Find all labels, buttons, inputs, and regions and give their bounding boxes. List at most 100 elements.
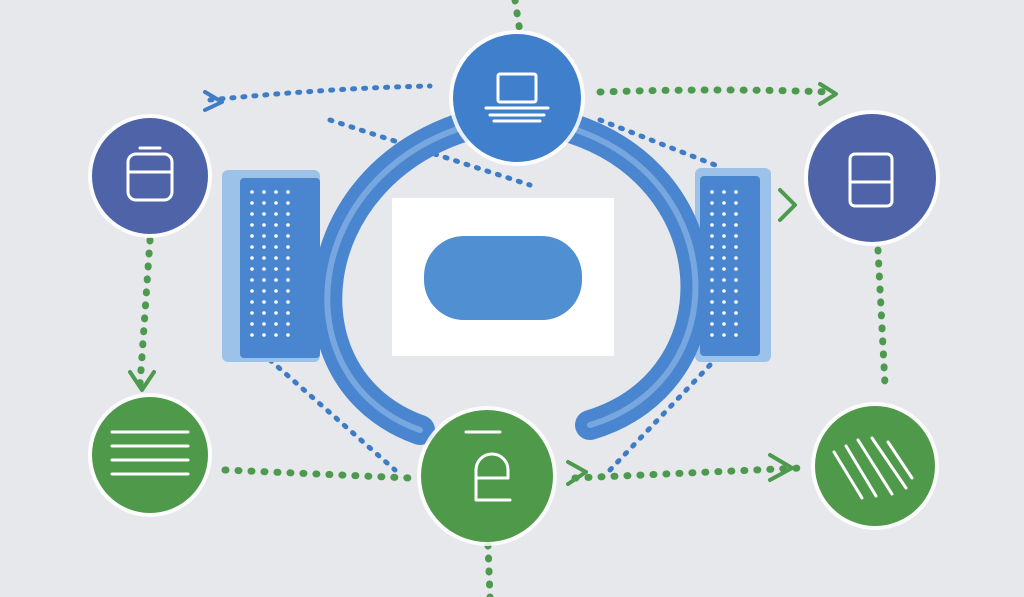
node-circle: [421, 410, 553, 542]
indicator-dot: [734, 245, 738, 249]
indicator-dot: [734, 223, 738, 227]
indicator-dot: [250, 256, 254, 260]
indicator-dot: [734, 311, 738, 315]
indicator-dot: [250, 201, 254, 205]
indicator-dot: [250, 212, 254, 216]
indicator-dot: [274, 322, 278, 326]
arrow-head-icon: [768, 453, 794, 482]
indicator-dot: [250, 289, 254, 293]
node-circle: [453, 34, 581, 162]
indicator-dot: [734, 212, 738, 216]
indicator-dot: [286, 267, 290, 271]
indicator-dot: [250, 333, 254, 337]
server-rack-left: [222, 170, 320, 362]
node-top-left: [88, 114, 212, 238]
indicator-dot: [250, 223, 254, 227]
node-bottom-left: [88, 393, 212, 517]
arrow-head-icon: [566, 460, 588, 486]
indicator-dot: [710, 190, 714, 194]
connector-top-left-to-ring: [327, 117, 533, 188]
indicator-dot: [262, 289, 266, 293]
indicator-dot: [710, 223, 714, 227]
indicator-dot: [274, 311, 278, 315]
indicator-dot: [710, 212, 714, 216]
indicator-dot: [274, 223, 278, 227]
indicator-dot: [262, 311, 266, 315]
indicator-dot: [250, 300, 254, 304]
indicator-dot: [262, 300, 266, 304]
indicator-dot: [722, 333, 726, 337]
indicator-dot: [286, 256, 290, 260]
arrow-head-icon: [128, 370, 156, 392]
list-icon: [110, 430, 190, 476]
indicator-dot: [262, 234, 266, 238]
indicator-dot: [722, 245, 726, 249]
indicator-dot: [274, 245, 278, 249]
connector-bottom-center-to-bottom-right: [571, 464, 804, 482]
indicator-dot: [722, 201, 726, 205]
indicator-dot: [722, 289, 726, 293]
indicator-dot: [722, 223, 726, 227]
indicator-dot: [710, 333, 714, 337]
indicator-dot: [722, 300, 726, 304]
indicator-dot: [262, 223, 266, 227]
indicator-dot: [262, 256, 266, 260]
node-bottom-center: [417, 406, 557, 546]
indicator-dot: [274, 267, 278, 271]
indicator-dot: [274, 256, 278, 260]
arrow-head-icon: [818, 82, 838, 106]
indicator-dot: [710, 278, 714, 282]
indicator-dot: [722, 212, 726, 216]
node-top-right: [804, 110, 940, 246]
node-circle: [92, 397, 208, 513]
indicator-dot: [250, 311, 254, 315]
indicator-dot: [722, 190, 726, 194]
indicator-dot: [286, 333, 290, 337]
indicator-dot: [710, 245, 714, 249]
connector-right-server-to-bottom-center: [607, 362, 713, 473]
indicator-dot: [250, 234, 254, 238]
document-icon: [464, 430, 512, 502]
indicator-dot: [734, 190, 738, 194]
indicator-dot: [286, 190, 290, 194]
storage-icon: [126, 146, 174, 202]
indicator-dot: [734, 300, 738, 304]
indicator-dot: [250, 245, 254, 249]
indicator-dot: [734, 256, 738, 260]
indicator-dot: [722, 267, 726, 271]
connector-bottom-left-to-bottom-center: [221, 466, 414, 482]
indicator-dot: [262, 201, 266, 205]
indicator-dot: [286, 278, 290, 282]
connector-bottom-center-down: [484, 541, 494, 597]
indicator-dot: [262, 190, 266, 194]
indicator-dot: [262, 333, 266, 337]
indicator-dot: [286, 212, 290, 216]
indicator-dot: [710, 256, 714, 260]
indicator-dot: [274, 289, 278, 293]
indicator-dot: [722, 256, 726, 260]
connectors: [136, 0, 889, 597]
indicator-dot: [286, 300, 290, 304]
indicator-dot: [286, 245, 290, 249]
indicator-dot: [274, 212, 278, 216]
indicator-dot: [286, 289, 290, 293]
indicator-dot: [734, 289, 738, 293]
connector-top-right-to-bottom-right: [874, 246, 889, 389]
indicator-dot: [274, 201, 278, 205]
center-card: [392, 198, 614, 356]
connector-top-left-to-bottom-left: [136, 236, 154, 389]
server-face: [700, 176, 760, 356]
indicator-dot: [710, 322, 714, 326]
indicator-dot: [262, 267, 266, 271]
indicator-dot: [286, 234, 290, 238]
indicator-dot: [286, 311, 290, 315]
indicator-dot: [274, 234, 278, 238]
indicator-dot: [286, 322, 290, 326]
indicator-dot: [710, 300, 714, 304]
node-bottom-right: [811, 402, 939, 530]
indicator-dot: [250, 322, 254, 326]
tablet-icon: [848, 152, 894, 208]
indicator-dot: [710, 311, 714, 315]
